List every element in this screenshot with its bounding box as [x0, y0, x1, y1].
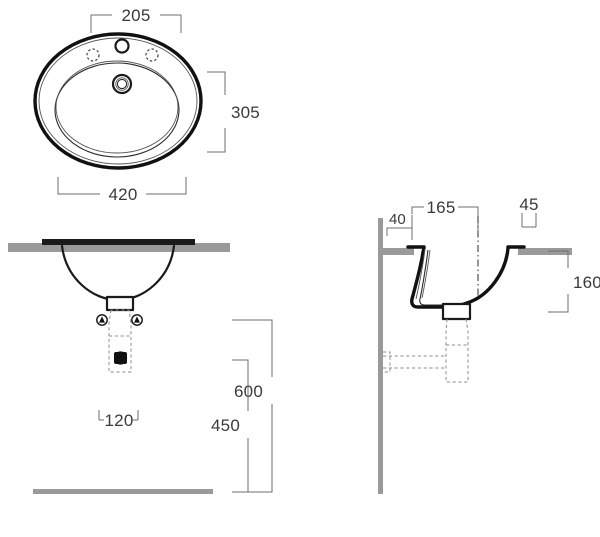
top-view: 205 305 420: [33, 6, 260, 204]
fixing-bolt-right-marker: [134, 316, 140, 323]
dim-40-left-leg: [386, 227, 412, 236]
overflow-ring-inner-icon: [116, 78, 128, 90]
dim-305-label: 305: [231, 103, 260, 122]
overflow-channel-outer: [415, 248, 426, 300]
dim-600-top-leg: [232, 319, 273, 377]
wall-drain-cap: [383, 351, 391, 373]
dim-205-right-leg: [160, 14, 182, 33]
dim-45-label: 45: [519, 195, 538, 214]
overflow-channel-inner: [421, 249, 431, 299]
dim-450-top-leg: [232, 359, 249, 411]
dimension-205: 205: [90, 6, 182, 33]
optional-tap-hole-right-icon: [145, 48, 159, 62]
dim-205-left-leg: [90, 14, 112, 33]
trap-valve-body: [113, 351, 128, 365]
dim-40-label: 40: [389, 211, 406, 228]
dimension-305: 305: [207, 71, 260, 153]
dimension-120: 120: [98, 410, 139, 430]
fixing-bolt-left-marker: [99, 316, 105, 323]
bowl-section-profile-left: [410, 246, 454, 309]
dimension-45: 45: [519, 195, 538, 228]
dim-165-left-leg: [411, 206, 424, 214]
bowl-outline: [54, 62, 180, 158]
dim-450-bottom-leg: [232, 438, 249, 493]
waste-outlet-side: [441, 302, 472, 321]
dim-420-label: 420: [109, 185, 138, 204]
countertop-slab: [8, 243, 230, 252]
dimension-420: 420: [57, 177, 187, 204]
bowl-inner-surface: [419, 249, 452, 306]
dim-160-top-leg: [548, 250, 569, 268]
dimension-40: 40: [386, 211, 413, 240]
basin-rim-inner: [38, 37, 198, 165]
dimension-165: 165: [411, 198, 479, 236]
waste-outlet: [105, 295, 135, 312]
dim-160-bottom-leg: [548, 294, 569, 313]
dim-420-left-leg: [57, 177, 100, 195]
dim-305-bottom-leg: [207, 128, 226, 153]
wall-line: [378, 218, 383, 494]
countertop-slab-right: [518, 248, 572, 255]
dim-420-right-leg: [146, 177, 187, 195]
bowl-outline-secondary: [55, 60, 179, 154]
overflow-ring-mid-icon: [115, 77, 129, 91]
dim-160-label: 160: [573, 273, 600, 292]
trap-pipe: [108, 309, 132, 373]
dim-165-label: 165: [427, 198, 456, 217]
fixing-bolt-right: [131, 314, 143, 326]
optional-tap-hole-left-icon: [86, 48, 100, 62]
fixing-bolt-left: [96, 314, 108, 326]
dim-305-top-leg: [207, 71, 226, 95]
side-view: 40 165 45: [378, 195, 600, 494]
basin-rim-outline: [33, 32, 203, 170]
dim-120-label: 120: [105, 411, 134, 430]
dimension-160: 160: [548, 250, 600, 313]
dimension-450: 450: [211, 359, 249, 493]
wall-base: [378, 489, 381, 494]
tap-hole-icon: [114, 38, 130, 54]
dim-205-label: 205: [122, 6, 151, 25]
countertop-slab-left: [378, 248, 414, 255]
basin-rim-bar: [42, 239, 195, 245]
front-view: 120 600 450: [8, 239, 273, 494]
dim-600-label: 600: [234, 382, 263, 401]
floor-line: [33, 489, 213, 494]
dim-450-label: 450: [211, 416, 240, 435]
